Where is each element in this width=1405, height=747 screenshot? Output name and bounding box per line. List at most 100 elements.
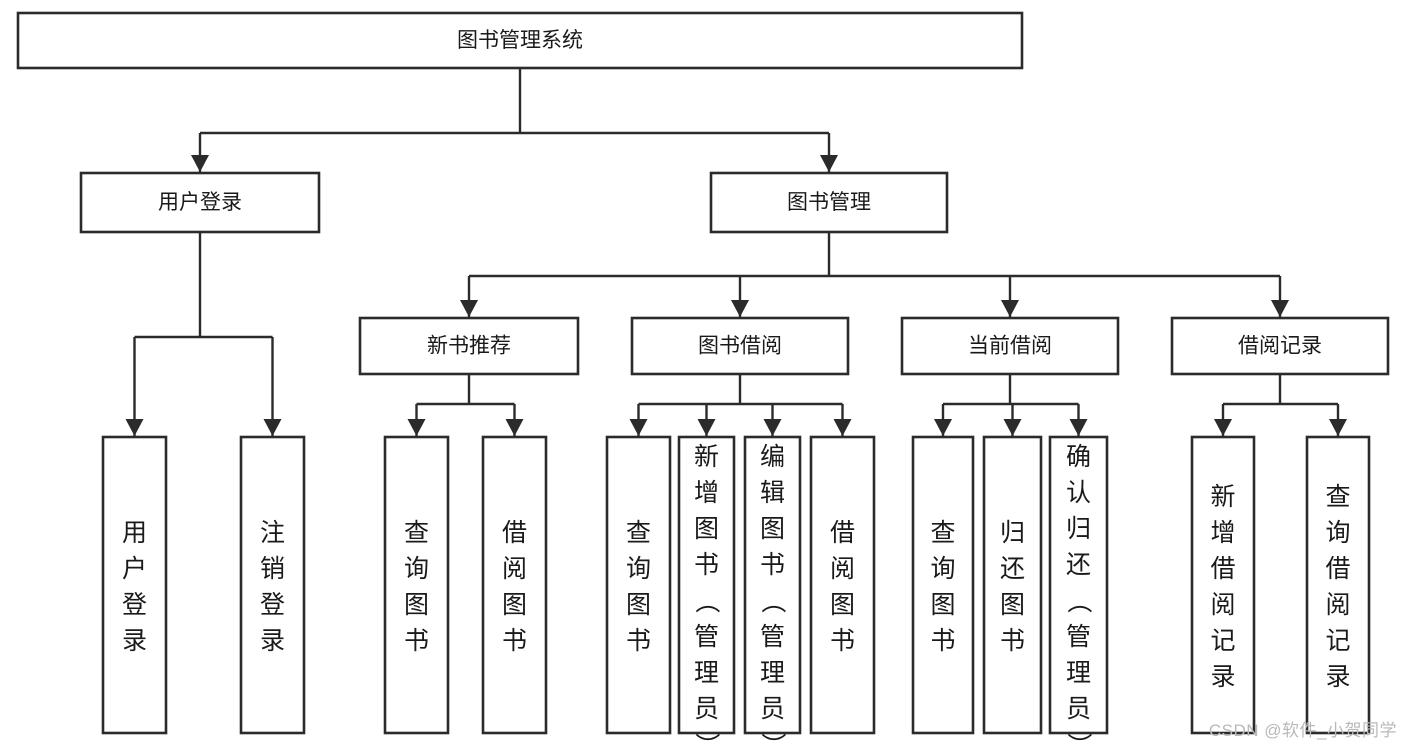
leaf-node-leaf-query-record-box[interactable] (1305, 435, 1371, 735)
svg-text:询: 询 (626, 555, 651, 583)
svg-text:注: 注 (260, 519, 285, 547)
current-borrow-to-leaves-arrow-2 (1069, 419, 1088, 436)
book-manage-to-level3-arrow-2 (1001, 300, 1019, 317)
leaf-node-leaf-borrow-book-2-box[interactable] (809, 435, 876, 735)
new-book-recommend-to-leaves-arrow-1 (505, 419, 524, 436)
leaf-node-leaf-borrow-book-1-box[interactable] (481, 435, 548, 735)
svg-text:理: 理 (694, 659, 719, 687)
svg-text:阅: 阅 (1210, 591, 1235, 619)
svg-text:理: 理 (1066, 659, 1091, 687)
svg-text:查: 查 (626, 519, 651, 547)
borrow-record-to-leaves-arrow-0 (1214, 419, 1232, 436)
svg-text:图: 图 (404, 591, 429, 619)
svg-text:借: 借 (830, 519, 855, 547)
svg-text:新: 新 (1210, 483, 1235, 511)
svg-text:）: ） (693, 732, 721, 747)
leaf-node-leaf-confirm-return-box[interactable] (1048, 435, 1109, 735)
svg-text:还: 还 (1066, 551, 1091, 579)
book-borrow-to-leaves-arrow-1 (697, 419, 716, 436)
level3-node-book-borrow-box[interactable] (630, 316, 850, 376)
svg-text:）: ） (759, 732, 787, 747)
level3-node-current-borrow-box[interactable] (900, 316, 1120, 376)
svg-text:阅: 阅 (830, 555, 855, 583)
svg-text:图: 图 (760, 515, 785, 543)
svg-text:（: （ (693, 588, 721, 613)
svg-text:询: 询 (1325, 519, 1350, 547)
leaf-node-leaf-return-book-box[interactable] (982, 435, 1043, 735)
svg-text:录: 录 (1210, 663, 1235, 691)
level3-node-current-borrow[interactable]: 当前借阅 (900, 316, 1120, 376)
level2-node-book-manage-box[interactable] (709, 171, 949, 234)
leaf-node-leaf-query-book-1-box[interactable] (383, 435, 450, 735)
svg-text:（: （ (759, 588, 787, 613)
svg-text:图: 图 (626, 591, 651, 619)
svg-text:录: 录 (260, 627, 285, 655)
book-manage-to-level3-arrow-0 (460, 300, 478, 317)
leaf-node-leaf-query-book-3-box[interactable] (911, 435, 975, 735)
book-borrow-to-leaves-arrow-2 (763, 419, 782, 436)
svg-text:管: 管 (760, 623, 785, 651)
svg-text:借: 借 (502, 519, 527, 547)
leaf-node-leaf-add-book-admin-box[interactable] (677, 435, 736, 735)
user-login-to-leaves-arrow-0 (125, 419, 144, 436)
leaf-node-leaf-query-book-2-box[interactable] (605, 435, 672, 735)
svg-text:销: 销 (260, 555, 285, 583)
svg-text:图: 图 (930, 591, 955, 619)
leaf-node-leaf-add-record-box[interactable] (1190, 435, 1256, 735)
svg-text:书: 书 (404, 627, 429, 655)
svg-text:书: 书 (930, 627, 955, 655)
svg-text:）: ） (1065, 732, 1093, 747)
svg-text:借: 借 (1325, 555, 1350, 583)
svg-text:录: 录 (122, 627, 147, 655)
leaf-node-leaf-user-login[interactable]: 用户登录 (101, 435, 168, 735)
connector-layer (125, 68, 1347, 436)
new-book-recommend-to-leaves-arrow-0 (407, 419, 426, 436)
svg-text:书: 书 (626, 627, 651, 655)
svg-text:书: 书 (830, 627, 855, 655)
svg-text:图: 图 (1000, 591, 1025, 619)
leaf-node-leaf-user-login-box[interactable] (101, 435, 168, 735)
level3-node-new-book-recommend[interactable]: 新书推荐 (358, 316, 580, 376)
leaf-node-leaf-user-login-label: 用户登录 (122, 519, 147, 655)
svg-text:辑: 辑 (760, 479, 785, 507)
level3-node-borrow-record-box[interactable] (1170, 316, 1390, 376)
svg-text:书: 书 (760, 551, 785, 579)
svg-text:记: 记 (1325, 627, 1350, 655)
level2-node-user-login[interactable]: 用户登录 (79, 171, 321, 234)
svg-text:查: 查 (404, 519, 429, 547)
level3-node-new-book-recommend-box[interactable] (358, 316, 580, 376)
svg-text:录: 录 (1325, 663, 1350, 691)
svg-text:登: 登 (260, 591, 285, 619)
root-node-box[interactable] (16, 11, 1024, 70)
svg-text:图: 图 (502, 591, 527, 619)
level3-node-book-borrow-label: 图书借阅 (698, 335, 782, 358)
level2-node-user-login-box[interactable] (79, 171, 321, 234)
node-layer: 图书管理系统用户登录图书管理新书推荐图书借阅当前借阅借阅记录用户登录注销登录查询… (16, 11, 1390, 747)
level3-node-book-borrow[interactable]: 图书借阅 (630, 316, 850, 376)
svg-text:查: 查 (1325, 483, 1350, 511)
root-node[interactable]: 图书管理系统 (16, 11, 1024, 70)
leaf-node-leaf-logout-login-box[interactable] (239, 435, 306, 735)
svg-text:管: 管 (1066, 623, 1091, 651)
svg-text:书: 书 (1000, 627, 1025, 655)
level3-node-borrow-record[interactable]: 借阅记录 (1170, 316, 1390, 376)
svg-text:户: 户 (122, 555, 147, 583)
level2-node-book-manage[interactable]: 图书管理 (709, 171, 949, 234)
leaf-node-leaf-edit-book-admin-box[interactable] (743, 435, 802, 735)
svg-text:借: 借 (1210, 555, 1235, 583)
